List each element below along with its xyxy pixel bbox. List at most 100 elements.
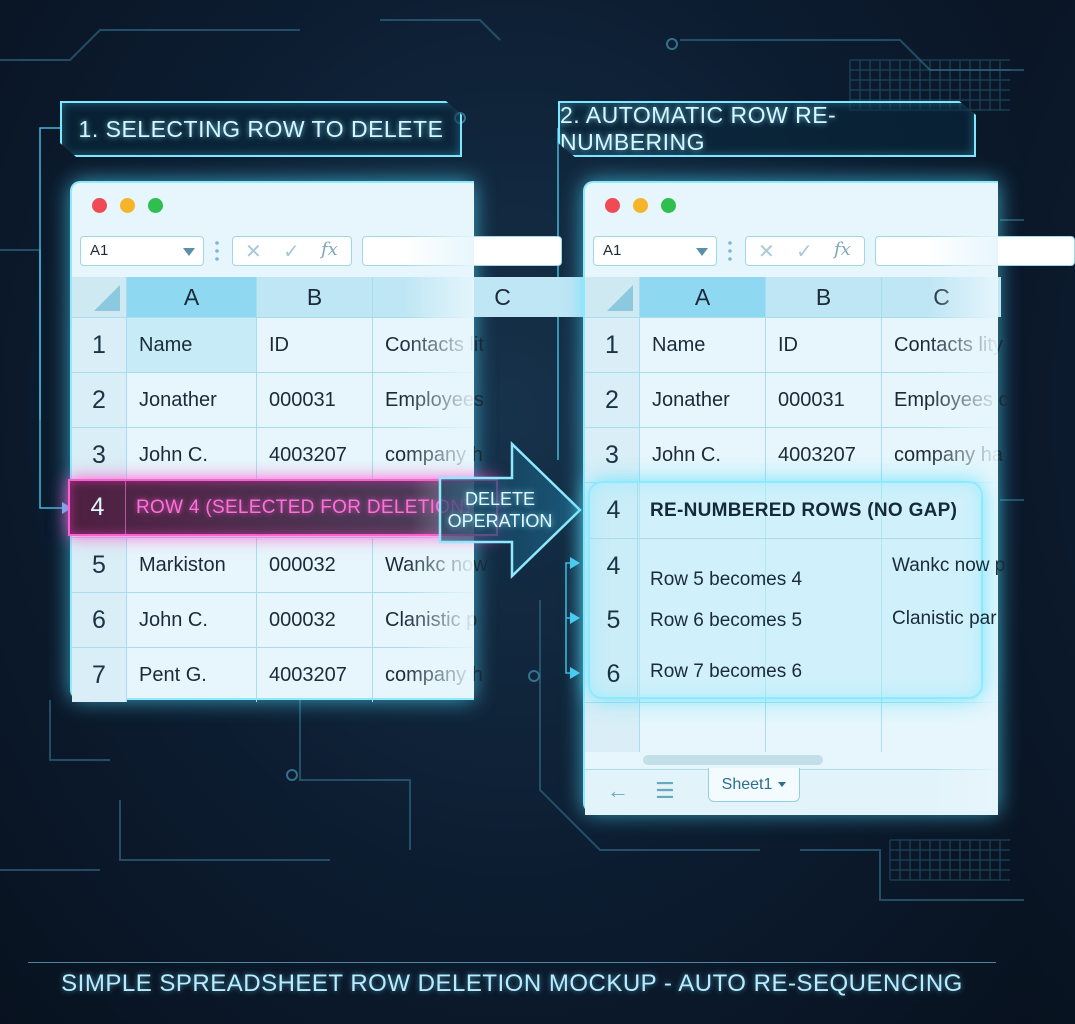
left-spreadsheet-window: A1 ✕ ✓ fx A B C 1 Name ID Contacts lit 2… (70, 181, 632, 702)
row-number[interactable]: 3 (585, 428, 639, 482)
name-box[interactable]: A1 (80, 236, 204, 266)
column-header-a[interactable]: A (126, 277, 256, 317)
formula-input[interactable] (362, 236, 562, 266)
delete-arrow-icon (438, 441, 582, 579)
selected-row-4[interactable]: 4 ROW 4 (SELECTED FOR DELETION) (68, 479, 498, 536)
cell-a[interactable]: John C. (126, 593, 256, 647)
check-icon[interactable]: ✓ (283, 241, 300, 263)
renumbered-row-c: Clanistic par (892, 608, 997, 629)
cell-a[interactable]: Pent G. (126, 648, 256, 702)
renumbered-row-label: Row 6 becomes 5 (650, 610, 803, 631)
cell-a[interactable]: John C. (639, 428, 765, 482)
renumbered-row[interactable]: 5 Row 6 becomes 5 Clanistic par (590, 593, 997, 647)
name-box[interactable]: A1 (593, 236, 717, 266)
select-all-icon (94, 285, 120, 311)
table-row: 2 Jonather 000031 Employees c (585, 372, 1009, 427)
vertical-dots-icon (728, 239, 732, 263)
arrow-label-line-2: OPERATION (447, 511, 553, 531)
chevron-down-icon[interactable] (778, 782, 787, 787)
footer-divider (28, 962, 996, 963)
table-row: 3 John C. 4003207 company h (72, 427, 483, 482)
row-number[interactable]: 6 (72, 593, 126, 647)
column-header-b[interactable]: B (765, 277, 881, 317)
step-2-title-text: 2. AUTOMATIC ROW RE-NUMBERING (560, 102, 837, 155)
column-header-row: A B C (72, 277, 632, 317)
cell-b[interactable]: 000031 (765, 373, 881, 427)
close-icon[interactable]: ✕ (245, 241, 262, 263)
row-number[interactable]: 2 (585, 373, 639, 427)
horizontal-scrollbar[interactable] (643, 755, 823, 765)
row-number[interactable]: 1 (585, 318, 639, 372)
renumbered-header-number: 4 (590, 483, 638, 538)
cell-a-empty[interactable] (639, 703, 765, 752)
selected-row-number: 4 (70, 481, 126, 534)
arrow-label: DELETE OPERATION (444, 488, 556, 532)
renumbered-row[interactable]: 4 Row 5 becomes 4 Wankc now p (590, 539, 1005, 593)
column-header-c[interactable]: C (881, 277, 1001, 317)
column-header-a[interactable]: A (639, 277, 765, 317)
column-header-b[interactable]: B (256, 277, 372, 317)
vertical-dots-icon (215, 239, 219, 263)
empty-row (585, 702, 998, 752)
select-all-corner[interactable] (72, 277, 126, 317)
right-spreadsheet-window: A1 ✕ ✓ fx A B C 1 Name ID Contacts lity … (583, 181, 1075, 815)
cell-a[interactable]: Jonather (639, 373, 765, 427)
chevron-down-icon[interactable] (696, 248, 708, 256)
row-number[interactable]: 5 (72, 538, 126, 592)
row-number[interactable]: 1 (72, 318, 126, 372)
formula-actions: ✕ ✓ fx (745, 236, 865, 266)
cell-b[interactable]: ID (765, 318, 881, 372)
cell-b[interactable]: 000032 (256, 538, 372, 592)
cell-b[interactable]: 4003207 (256, 648, 372, 702)
minimize-window-icon[interactable] (120, 198, 135, 213)
minimize-window-icon[interactable] (633, 198, 648, 213)
arrow-left-icon[interactable]: ← (607, 778, 629, 803)
row-number-empty (585, 703, 639, 752)
menu-icon[interactable]: ☰ (655, 778, 675, 803)
close-window-icon[interactable] (605, 198, 620, 213)
cell-b[interactable]: 4003207 (765, 428, 881, 482)
table-row: 7 Pent G. 4003207 company h (72, 647, 483, 702)
cell-c[interactable]: company ha (881, 428, 1011, 482)
cell-c-empty[interactable] (881, 703, 1011, 752)
cell-a[interactable]: John C. (126, 428, 256, 482)
close-window-icon[interactable] (92, 198, 107, 213)
cell-b1[interactable]: ID (256, 318, 372, 372)
maximize-window-icon[interactable] (148, 198, 163, 213)
cell-a[interactable]: Markiston (126, 538, 256, 592)
renumbered-rows-panel: 4 RE-NUMBERED ROWS (NO GAP) 4 Row 5 beco… (588, 481, 1005, 701)
renumbered-row-label: Row 5 becomes 4 (650, 569, 803, 590)
row-number[interactable]: 2 (72, 373, 126, 427)
check-icon[interactable]: ✓ (796, 241, 813, 263)
table-row: 1 Name ID Contacts lity (585, 317, 1003, 372)
footer-caption: SIMPLE SPREADSHEET ROW DELETION MOCKUP -… (61, 970, 963, 997)
cell-c[interactable]: Employees c (881, 373, 1011, 427)
window-titlebar (585, 183, 998, 227)
sheet-tab-sheet1[interactable]: Sheet1 (708, 768, 800, 802)
cell-b[interactable]: 000032 (256, 593, 372, 647)
renumbered-row[interactable]: 6 Row 7 becomes 6 (590, 647, 981, 701)
table-row: 6 John C. 000032 Clanistic p (72, 592, 477, 647)
step-2-title: 2. AUTOMATIC ROW RE-NUMBERING (558, 101, 976, 157)
cell-a[interactable]: Jonather (126, 373, 256, 427)
chevron-down-icon[interactable] (183, 248, 195, 256)
fx-icon[interactable]: fx (834, 239, 851, 260)
cell-b[interactable]: 000031 (256, 373, 372, 427)
formula-actions: ✕ ✓ fx (232, 236, 352, 266)
cell-b[interactable]: 4003207 (256, 428, 372, 482)
cell-b-empty[interactable] (765, 703, 881, 752)
cell-c[interactable]: Contacts lity (881, 318, 1011, 372)
renumbered-header-label: RE-NUMBERED ROWS (NO GAP) (650, 499, 958, 521)
close-icon[interactable]: ✕ (758, 241, 775, 263)
formula-bar: A1 ✕ ✓ fx (72, 227, 562, 277)
cell-a1[interactable]: Name (126, 318, 256, 372)
renumbered-header: 4 RE-NUMBERED ROWS (NO GAP) (590, 483, 981, 539)
cell-a[interactable]: Name (639, 318, 765, 372)
fx-icon[interactable]: fx (321, 239, 338, 260)
row-number[interactable]: 3 (72, 428, 126, 482)
select-all-corner[interactable] (585, 277, 639, 317)
window-titlebar (72, 183, 474, 227)
row-number[interactable]: 7 (72, 648, 126, 702)
formula-input[interactable] (875, 236, 1075, 266)
maximize-window-icon[interactable] (661, 198, 676, 213)
